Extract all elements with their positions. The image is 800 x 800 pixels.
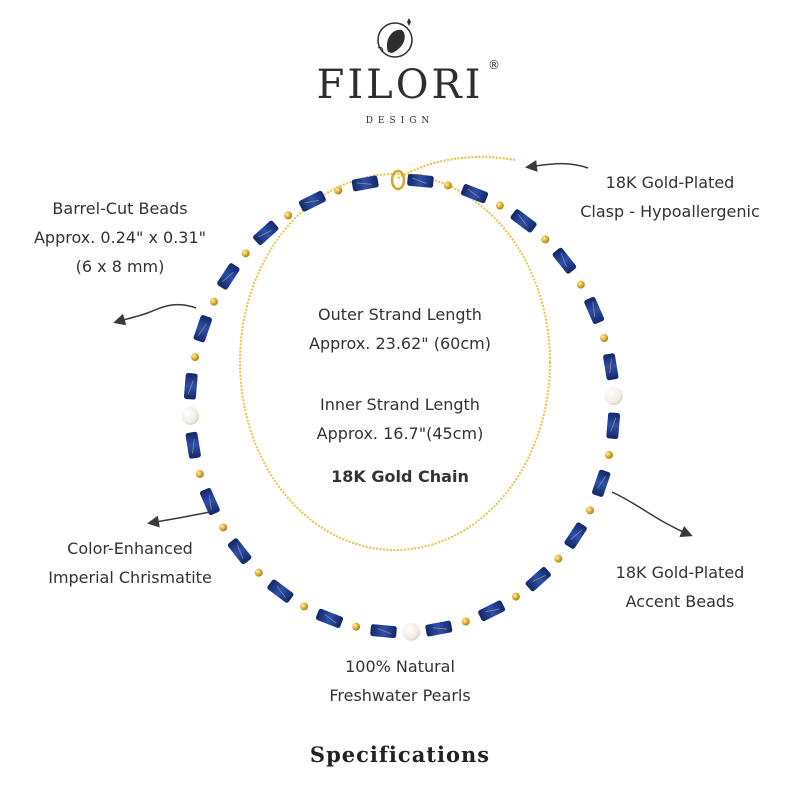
callout-beads-line2: Approx. 0.24" x 0.31" (33, 228, 207, 247)
gold-accent-bead (586, 506, 595, 515)
callout-chain: 18K Gold Chain (285, 462, 515, 491)
callout-accent-line2: Accent Beads (625, 592, 735, 611)
gold-accent-bead (300, 602, 309, 611)
gold-accent-bead (461, 617, 470, 626)
bead-vein (324, 614, 337, 624)
callout-clasp-line1: 18K Gold-Plated (605, 173, 735, 192)
callout-inner-length: Inner Strand Length Approx. 16.7"(45cm) (285, 390, 515, 448)
gold-accent-bead (511, 592, 520, 601)
bead-vein (276, 585, 286, 598)
bead-vein (208, 495, 212, 510)
callout-stone-line2: Imperial Chrismatite (48, 568, 212, 587)
gold-accent-bead (576, 280, 585, 289)
gold-accent-bead (604, 450, 613, 459)
bead-vein (570, 529, 582, 540)
clasp-arrow (525, 159, 589, 172)
callout-accent-beads: 18K Gold-Plated Accent Beads (580, 558, 780, 616)
callout-pearls: 100% Natural Freshwater Pearls (290, 652, 510, 710)
gold-accent-bead (209, 297, 218, 306)
bead-vein (222, 272, 234, 283)
bead-vein (592, 302, 596, 317)
gold-accent-bead (554, 554, 563, 563)
bead-vein (518, 214, 528, 227)
gold-accent-bead (352, 622, 361, 631)
bead-vein (304, 199, 319, 204)
callout-chain-line1: 18K Gold Chain (331, 467, 469, 486)
specifications-title: Specifications (309, 742, 491, 767)
callout-clasp: 18K Gold-Plated Clasp - Hypoallergenic (560, 168, 780, 226)
stone-arrow (147, 511, 211, 528)
gold-accent-bead (195, 469, 204, 478)
callout-stone: Color-Enhanced Imperial Chrismatite (10, 534, 250, 592)
gemstone-leaf-icon (377, 18, 413, 58)
bead-vein (560, 253, 567, 267)
brand-name: FILORI (316, 62, 484, 108)
callout-accent-line1: 18K Gold-Plated (615, 563, 745, 582)
bead-vein (197, 323, 207, 336)
gold-accent-bead (495, 201, 504, 210)
callout-stone-line1: Color-Enhanced (67, 539, 193, 558)
callout-inner-line1: Inner Strand Length (320, 395, 480, 414)
callout-beads: Barrel-Cut Beads Approx. 0.24" x 0.31" (… (10, 194, 230, 281)
registered-mark: ® (488, 58, 500, 72)
accent-arrow (611, 491, 693, 537)
bead-vein (532, 574, 546, 582)
gold-accent-bead (600, 334, 609, 343)
bead-vein (356, 182, 372, 185)
callout-beads-line1: Barrel-Cut Beads (52, 199, 188, 218)
bead-vein (412, 177, 427, 184)
clasp-extender-chain (397, 155, 516, 179)
gold-accent-bead (219, 523, 228, 532)
outer-bead-strand (181, 173, 623, 641)
bead-vein (192, 438, 195, 454)
bead-vein (237, 545, 244, 559)
freshwater-pearl (604, 387, 623, 406)
bead-vein (432, 627, 448, 630)
freshwater-pearl (181, 406, 200, 425)
bead-vein (258, 230, 272, 238)
gold-accent-bead (443, 181, 452, 190)
bead-vein (377, 628, 392, 635)
inner-gold-chain (239, 173, 551, 551)
callout-pearls-line1: 100% Natural (345, 657, 455, 676)
gold-accent-bead (241, 249, 250, 258)
gold-accent-bead (191, 353, 200, 362)
gold-accent-bead (541, 235, 550, 244)
bead-vein (610, 417, 617, 432)
beads-arrow (113, 303, 197, 326)
bead-vein (187, 380, 194, 395)
bead-vein (597, 476, 607, 489)
bead-vein (609, 358, 612, 374)
gold-accent-bead (334, 186, 343, 195)
callout-outer-line2: Approx. 23.62" (60cm) (309, 334, 491, 353)
freshwater-pearl (402, 622, 421, 641)
bead-vein (467, 188, 480, 198)
bead-vein (485, 608, 500, 613)
callout-beads-line3: (6 x 8 mm) (75, 257, 165, 276)
gold-accent-bead (254, 568, 263, 577)
callout-pearls-line2: Freshwater Pearls (329, 686, 471, 705)
callout-outer-length: Outer Strand Length Approx. 23.62" (60cm… (285, 300, 515, 358)
brand-subtitle: DESIGN (365, 116, 435, 126)
callout-clasp-line2: Clasp - Hypoallergenic (580, 202, 760, 221)
gold-accent-bead (284, 211, 293, 220)
callout-inner-line2: Approx. 16.7"(45cm) (316, 424, 484, 443)
callout-outer-line1: Outer Strand Length (318, 305, 482, 324)
